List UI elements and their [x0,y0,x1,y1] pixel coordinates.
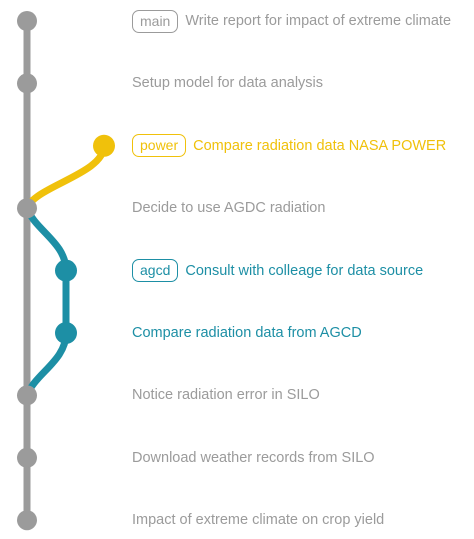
agcd-commit-node[interactable] [55,322,77,344]
main-commit-node[interactable] [17,198,37,219]
commit-row[interactable]: power Compare radiation data NASA POWER [132,133,446,159]
commit-row[interactable]: Impact of extreme climate on crop yield [132,507,384,533]
commit-row[interactable]: Decide to use AGDC radiation [132,195,325,221]
commit-message: Consult with colleage for data source [185,262,424,279]
commit-message: Impact of extreme climate on crop yield [132,512,385,529]
commit-row[interactable]: agcd Consult with colleage for data sourc… [132,258,423,284]
main-commit-node[interactable] [17,510,37,531]
power-commit-node[interactable] [93,134,115,157]
main-commit-node[interactable] [17,385,37,406]
branch-badge[interactable]: power [132,134,187,158]
commit-message: Setup model for data analysis [132,75,324,92]
graph-nodes [17,11,115,531]
commit-row[interactable]: Setup model for data analysis [132,70,323,96]
commit-message: Notice radiation error in SILO [132,387,320,404]
commit-message: Write report for impact of extreme clima… [185,13,452,29]
main-commit-node[interactable] [17,11,37,31]
commit-row[interactable]: Notice radiation error in SILO [132,382,320,408]
branch-badge[interactable]: agcd [132,259,179,283]
commit-row[interactable]: main Write report for impact of extreme c… [132,8,451,34]
agcd-branch-line [23,204,70,399]
commit-message: Download weather records from SILO [132,449,375,466]
commit-row[interactable]: Download weather records from SILO [132,445,375,471]
commit-message: Compare radiation data from AGCD [132,325,362,341]
power-branch-line [23,142,108,212]
main-commit-node[interactable] [17,447,37,468]
commit-message: Compare radiation data NASA POWER [193,137,447,154]
main-commit-node[interactable] [17,73,37,94]
branch-badge[interactable]: main [132,9,179,33]
commit-row[interactable]: Compare radiation data from AGCD [132,320,362,346]
agcd-commit-node[interactable] [55,259,77,282]
commit-message: Decide to use AGDC radiation [132,200,326,217]
